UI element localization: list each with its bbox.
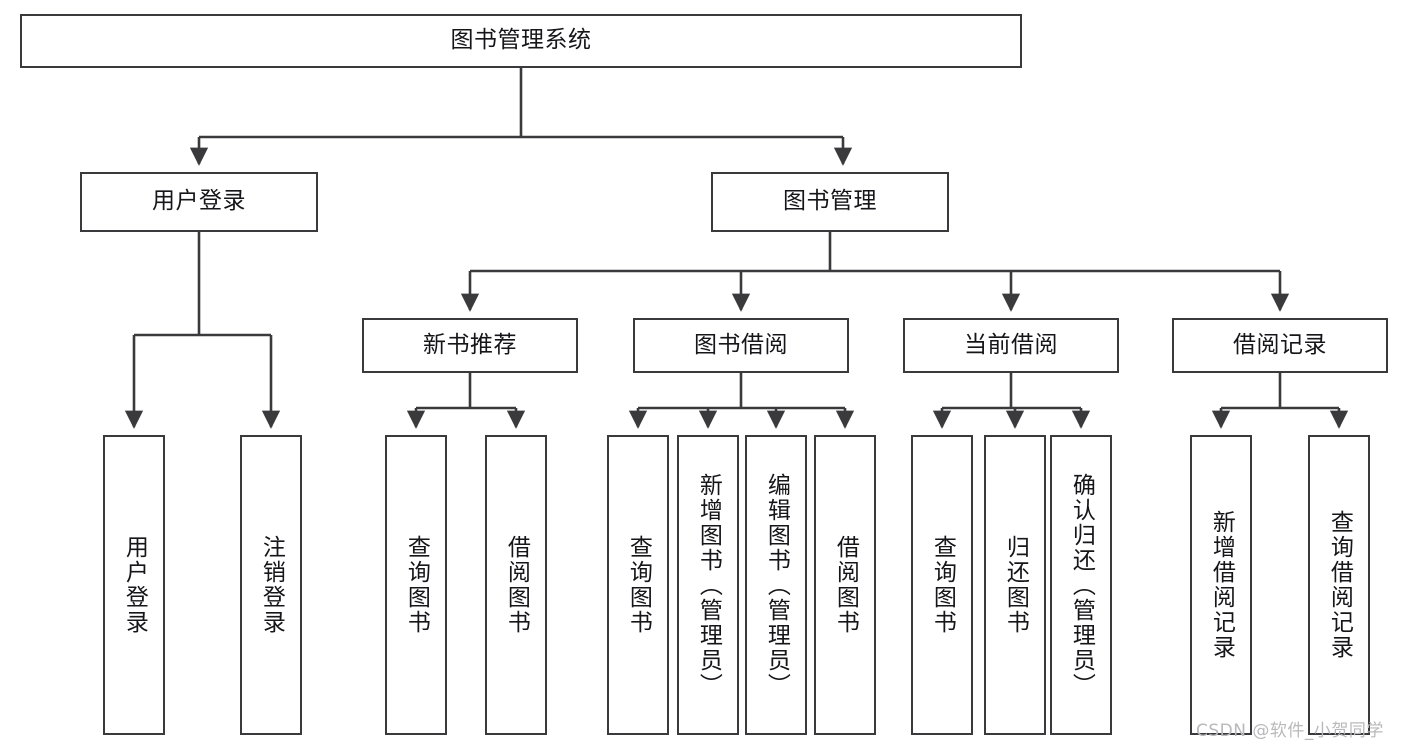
node-book-borrow[interactable]: 图书借阅 [633, 318, 849, 373]
leaf-query-borrow-record[interactable]: 查询借阅记录 [1308, 435, 1370, 735]
leaf-label: 注销登录 [258, 535, 285, 635]
leaf-borrow-book[interactable]: 借阅图书 [814, 435, 876, 735]
leaf-label: 确认归还（管理员） [1068, 472, 1095, 698]
leaf-label: 查询图书 [403, 535, 430, 635]
leaf-label: 查询图书 [625, 535, 652, 635]
leaf-label: 新增借阅记录 [1208, 510, 1235, 660]
leaf-add-borrow-record[interactable]: 新增借阅记录 [1190, 435, 1252, 735]
leaf-return-book[interactable]: 归还图书 [984, 435, 1046, 735]
node-user-login[interactable]: 用户登录 [80, 172, 318, 232]
leaf-label: 借阅图书 [503, 535, 530, 635]
leaf-label: 编辑图书（管理员） [763, 472, 790, 698]
csdn-watermark: CSDN @软件_小贺同学 [1196, 721, 1384, 741]
node-new-book-recommend[interactable]: 新书推荐 [362, 318, 578, 373]
node-book-management[interactable]: 图书管理 [711, 172, 949, 232]
leaf-label: 借阅图书 [832, 535, 859, 635]
leaf-edit-book-admin[interactable]: 编辑图书（管理员） [745, 435, 807, 735]
node-root[interactable]: 图书管理系统 [20, 14, 1022, 68]
leaf-add-book-admin[interactable]: 新增图书（管理员） [677, 435, 739, 735]
leaf-label: 归还图书 [1002, 535, 1029, 635]
leaf-borrow-book-newbook[interactable]: 借阅图书 [485, 435, 547, 735]
leaf-user-login[interactable]: 用户登录 [103, 435, 165, 735]
leaf-query-book-borrow[interactable]: 查询图书 [607, 435, 669, 735]
node-current-borrow[interactable]: 当前借阅 [903, 318, 1119, 373]
leaf-query-book-newbook[interactable]: 查询图书 [385, 435, 447, 735]
leaf-query-book-current[interactable]: 查询图书 [911, 435, 973, 735]
leaf-label: 用户登录 [121, 535, 148, 635]
leaf-user-logout[interactable]: 注销登录 [240, 435, 302, 735]
node-borrow-record[interactable]: 借阅记录 [1172, 318, 1388, 373]
leaf-confirm-return-admin[interactable]: 确认归还（管理员） [1050, 435, 1112, 735]
leaf-label: 查询借阅记录 [1326, 510, 1353, 660]
leaf-label: 查询图书 [929, 535, 956, 635]
leaf-label: 新增图书（管理员） [695, 472, 722, 698]
